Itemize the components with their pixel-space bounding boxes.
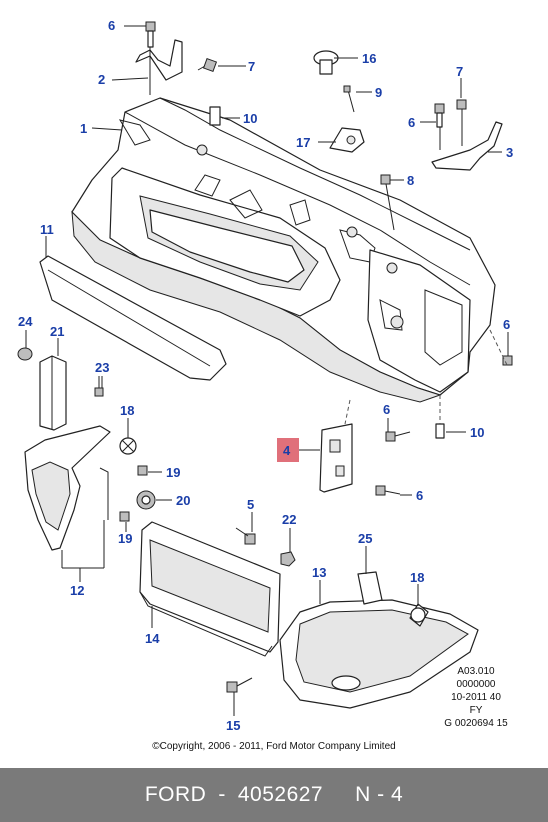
pushpin-and-bracket bbox=[313, 50, 365, 153]
bumper-end-right bbox=[279, 571, 479, 709]
bolt-15 bbox=[226, 677, 253, 693]
callout: 10 bbox=[470, 425, 484, 440]
callout: 6 bbox=[416, 488, 423, 503]
footer-item: N - 4 bbox=[355, 783, 404, 806]
footer-bar: FORD - 4052627 N - 4 bbox=[0, 768, 548, 822]
callout: 6 bbox=[108, 18, 115, 33]
bracket-4 bbox=[319, 395, 445, 496]
callout: 8 bbox=[407, 173, 414, 188]
callout: 4 bbox=[283, 443, 291, 458]
copyright-text: ©Copyright, 2006 - 2011, Ford Motor Comp… bbox=[152, 741, 396, 752]
callout: 20 bbox=[176, 493, 190, 508]
callout: 6 bbox=[503, 317, 510, 332]
callout: 21 bbox=[50, 324, 64, 339]
footer-brand: FORD bbox=[144, 783, 207, 806]
leader-lines bbox=[25, 25, 509, 716]
ref-line: A03.010 bbox=[457, 666, 495, 677]
bumper-end-left bbox=[24, 425, 111, 551]
callout: 23 bbox=[95, 360, 109, 375]
callout: 22 bbox=[282, 512, 296, 527]
callout-labels: 6 2 7 16 9 7 1 10 6 3 17 8 11 6 24 21 23… bbox=[18, 18, 513, 733]
callout: 13 bbox=[312, 565, 326, 580]
callout: 17 bbox=[296, 135, 310, 150]
clip-top bbox=[209, 106, 221, 126]
callout: 7 bbox=[248, 59, 255, 74]
bolt-right bbox=[489, 329, 513, 366]
callout: 16 bbox=[362, 51, 376, 66]
callout: 19 bbox=[118, 531, 132, 546]
bracket-upper-right bbox=[431, 99, 503, 171]
callout: 24 bbox=[18, 314, 33, 329]
grille-insert bbox=[39, 255, 227, 381]
callout: 19 bbox=[166, 465, 180, 480]
callout: 18 bbox=[120, 403, 134, 418]
lower-grille bbox=[139, 521, 281, 657]
callout: 11 bbox=[40, 222, 54, 237]
highlight-box bbox=[277, 438, 299, 462]
ref-line: G 0020694 15 bbox=[444, 718, 508, 729]
callout: 7 bbox=[456, 64, 463, 79]
bracket-upper-left bbox=[135, 21, 218, 95]
ref-line: 0000000 bbox=[456, 679, 496, 690]
footer-separator: - bbox=[218, 783, 226, 806]
callout: 6 bbox=[383, 402, 390, 417]
ref-line: FY bbox=[469, 705, 483, 716]
callout: 25 bbox=[358, 531, 372, 546]
callout: 14 bbox=[145, 631, 160, 646]
callout: 18 bbox=[410, 570, 424, 585]
front-end-carrier bbox=[71, 97, 496, 403]
callout: 9 bbox=[375, 85, 382, 100]
callout: 6 bbox=[408, 115, 415, 130]
callout: 10 bbox=[243, 111, 257, 126]
callout: 1 bbox=[80, 121, 87, 136]
ref-line: 10-2011 40 bbox=[451, 692, 501, 703]
left-fasteners bbox=[119, 437, 156, 522]
left-side-bracket bbox=[17, 347, 104, 431]
center-fasteners bbox=[235, 527, 296, 567]
callout: 12 bbox=[70, 583, 84, 598]
callout: 5 bbox=[247, 497, 254, 512]
callout: 2 bbox=[98, 72, 105, 87]
callout: 3 bbox=[506, 145, 513, 160]
callout: 15 bbox=[226, 718, 240, 733]
drawing-reference: A03.010 0000000 10-2011 40 FY G 0020694 … bbox=[416, 665, 536, 730]
exploded-parts-diagram: 6 2 7 16 9 7 1 10 6 3 17 8 11 6 24 21 23… bbox=[17, 18, 513, 733]
footer-part-number: 4052627 bbox=[237, 783, 324, 806]
